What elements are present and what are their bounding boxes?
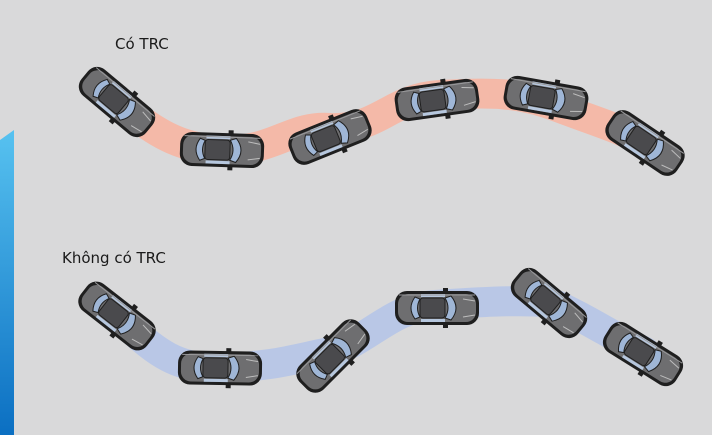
with-trc-label: Có TRC (115, 35, 169, 53)
car-icon (177, 346, 263, 390)
without-trc-label: Không có TRC (62, 249, 166, 267)
car-icon (394, 287, 480, 329)
car-icon (178, 128, 266, 172)
